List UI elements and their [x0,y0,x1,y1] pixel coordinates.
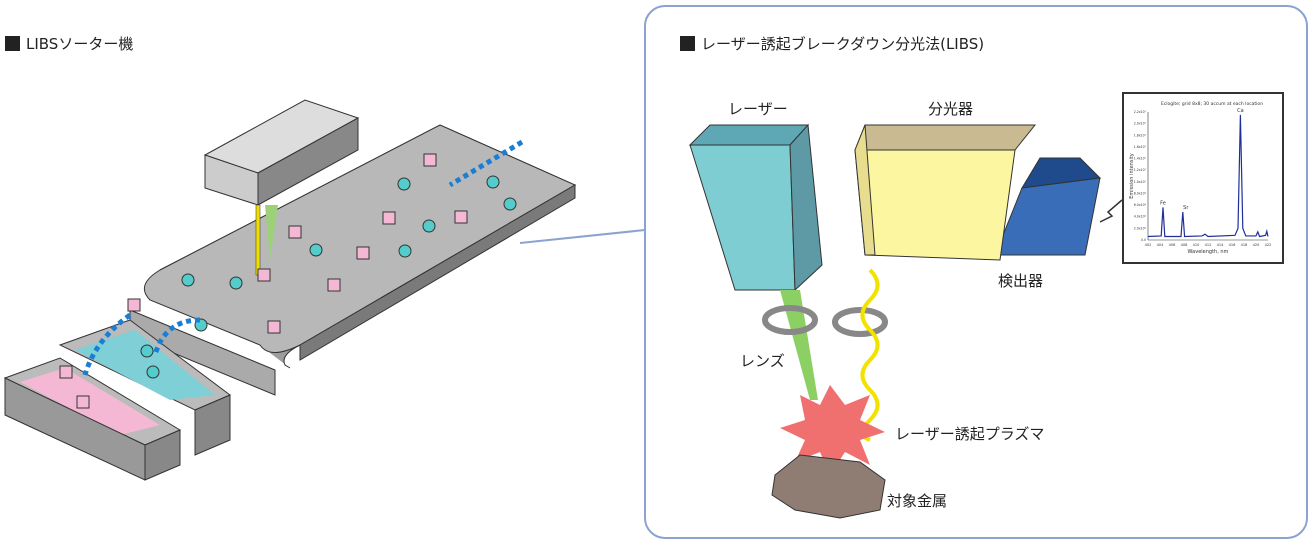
lens-icon [762,305,888,337]
spectrometer [854,124,1102,261]
x-tick-label: 414 [1217,243,1224,247]
libs-title-text: レーザー誘起ブレークダウン分光法(LIBS) [701,35,985,53]
laser-unit [688,123,823,400]
chart-title: Eclogite; grid 8x8; 30 accum at each loc… [1161,101,1263,107]
flow-arrows [82,139,524,376]
x-tick-label: 404 [1157,243,1164,247]
plasma-burst [780,385,885,475]
peak-label-sr: Sr [1183,205,1189,211]
spectrum-chart: 402 404 406 408 410 412 414 416 418 420 422 0.0 2.0x… [1129,101,1271,255]
y-tick-label: 1.2x10⁷ [1134,168,1147,172]
x-tick-label: 408 [1181,243,1188,247]
emission-wave [860,268,880,442]
y-tick-label: 1.8x10⁷ [1134,133,1147,137]
plasma-label: レーザー誘起プラズマ [895,425,1045,443]
y-axis-label: Emission intensity [1129,153,1135,199]
x-tick-label: 412 [1205,243,1212,247]
y-tick-label: 4.0x10⁶ [1134,215,1147,219]
laser-head [203,99,360,276]
y-tick-label: 2.0x10⁷ [1134,122,1147,126]
libs-title: レーザー誘起ブレークダウン分光法(LIBS) [680,33,984,54]
x-tick-label: 420 [1253,243,1260,247]
peak-label-ca: Ca [1237,108,1244,114]
spectrometer-label: 分光器 [928,100,974,118]
y-tick-label: 1.4x10⁷ [1134,157,1147,161]
spectrum-inset [1122,92,1284,264]
target-label: 対象金属 [887,492,948,510]
y-tick-label: 0.0 [1141,238,1146,242]
y-tick-label: 1.0x10⁷ [1134,180,1147,184]
peak-label-fe: Fe [1160,200,1166,206]
y-tick-label: 2.2x10⁷ [1134,110,1147,114]
y-tick-label: 8.0x10⁶ [1134,191,1147,195]
lens-label: レンズ [740,352,785,370]
x-tick-label: 406 [1169,243,1176,247]
detector-label: 検出器 [998,272,1044,290]
target-metal [771,454,886,519]
y-tick-label: 2.0x10⁶ [1134,226,1147,230]
particles [59,153,517,409]
callout-pointer [519,228,646,254]
x-tick-label: 410 [1193,243,1200,247]
x-axis-label: Wavelength, nm [1188,249,1229,255]
spectrum-line [1147,114,1269,238]
sorting-bins [3,309,276,481]
y-tick-label: 6.0x10⁶ [1134,203,1147,207]
x-tick-label: 422 [1265,243,1272,247]
x-tick-label: 416 [1229,243,1236,247]
laser-label: レーザー [728,100,788,118]
sorter-title-text: LIBSソーター機 [26,35,134,53]
conveyor-belt [143,124,577,369]
libs-panel [644,5,1308,539]
sorter-title: LIBSソーター機 [5,33,133,54]
x-tick-label: 402 [1145,243,1152,247]
x-tick-label: 418 [1241,243,1248,247]
y-tick-label: 1.6x10⁷ [1134,145,1147,149]
